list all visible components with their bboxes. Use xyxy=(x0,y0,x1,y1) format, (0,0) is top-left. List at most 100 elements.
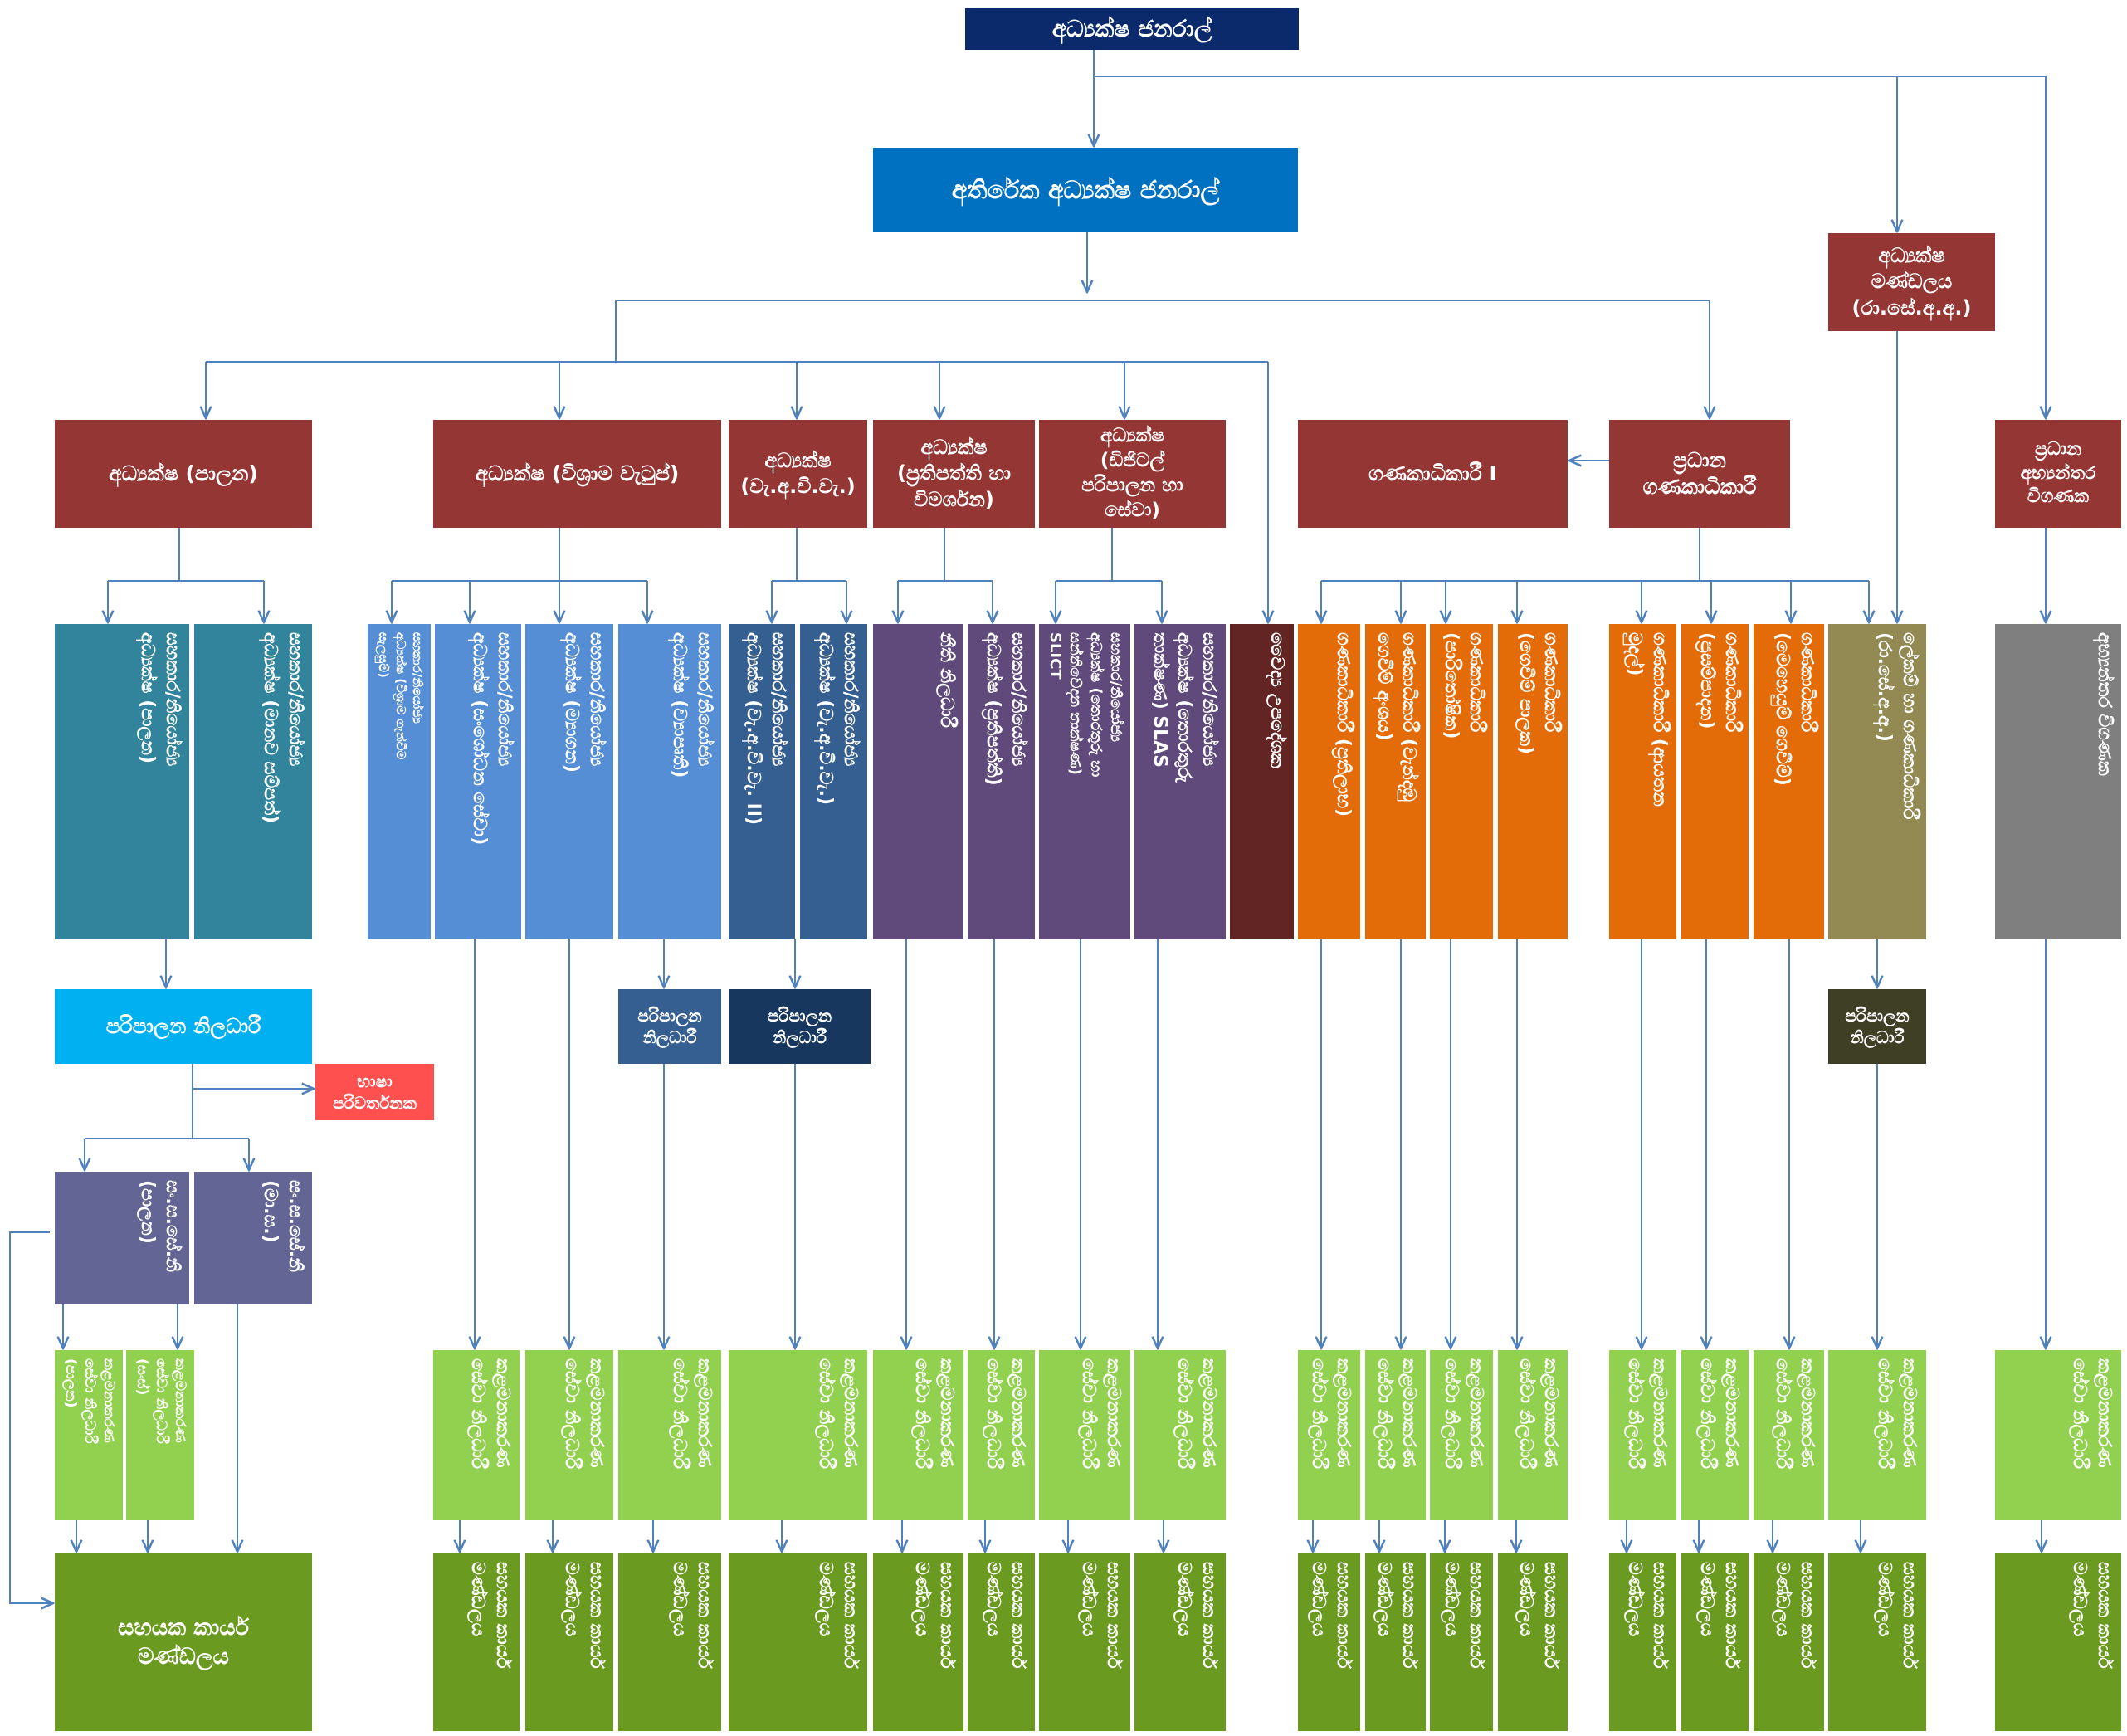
management-assistant-box: කළමනාකරණ සේවා නිලධාරී xyxy=(1498,1350,1568,1520)
director-wop-box: අධ්‍යක්ෂ (වැ.අ.වි.වැ.) xyxy=(729,420,867,528)
support-staff-box: සහයක කාර්ය මණ්ඩලය xyxy=(873,1553,963,1731)
vertical-label: කළමනාකරණ සේවා නිලධාරී xyxy=(815,1358,861,1469)
internal-auditor-box: අභ්‍යන්තර විගණක xyxy=(1995,624,2121,939)
vertical-label: කළමනාකරණ සේවා නිලධාරී xyxy=(1874,1358,1920,1469)
vertical-label: ගණකාධිකාරී (ආයතන මුදල්) xyxy=(1624,632,1670,807)
vertical-label: සහකාර/නියෝජ්‍ය අධ්‍යක්ෂ (සංශෝධන සේවා) xyxy=(469,632,515,846)
director-general-box: අධ්‍යක්ෂ ජනරාල් xyxy=(965,8,1299,50)
director-pension-box: අධ්‍යක්ෂ (විශ්‍රාම වැටුප්) xyxy=(433,420,721,528)
management-assistant-box: කළමනාකරණ සේවා නිලධාරී xyxy=(1430,1350,1493,1520)
ad-pension-planning-box: සහකාර/නියෝජ්‍ය අධ්‍යක්ෂ (විශ්‍රාම ගැන්වී… xyxy=(368,624,431,939)
vertical-label: කළමනාකරණ සේවා නිලධාරී xyxy=(1078,1358,1124,1469)
support-staff-box: සහයක කාර්ය මණ්ඩලය xyxy=(525,1553,613,1731)
support-staff-box: සහයක කාර්ය මණ්ඩලය xyxy=(1134,1553,1226,1731)
vertical-label: සහයක කාර්ය මණ්ඩලය xyxy=(983,1562,1028,1669)
vertical-label: සහයක කාර්ය මණ්ඩලය xyxy=(1308,1562,1354,1669)
director-digital-box: අධ්‍යක්ෂ (ඩිජිටල් පරිපාලන හා සේවා) xyxy=(1039,420,1226,528)
support-staff-box: සහයක කාර්ය මණ්ඩලය xyxy=(1430,1553,1493,1731)
support-staff-box: සහයක කාර්ය මණ්ඩලය xyxy=(968,1553,1035,1731)
accountant-procurement-box: ගණකාධිකාරී (ප්‍රසම්පාදන) xyxy=(1681,624,1749,939)
management-assistant-box: කළමනාකරණ සේවා නිලධාරී xyxy=(525,1350,613,1520)
accountant-benefits-box: ගණකාධිකාරී (ප්‍රතිලාභ) xyxy=(1298,624,1360,939)
vertical-label: ගණකාධිකාරී (ගෙවීම් පාලක) xyxy=(1515,632,1561,754)
accountant-payments-box: ගණකාධිකාරී (ගෙවීම් පාලක) xyxy=(1498,624,1568,939)
additional-director-general-box: අතිරේක අධ්‍යක්ෂ ජනරාල් xyxy=(873,148,1298,232)
vertical-label: සහකාර/නියෝජ්‍ය අධ්‍යක්ෂ (තොරතුරු හා සන්න… xyxy=(1046,632,1124,778)
support-staff-box: සහයක කාර්ය මණ්ඩලය xyxy=(1298,1553,1360,1731)
accountant-finance-box: ගණකාධිකාරී (ආයතන මුදල්) xyxy=(1609,624,1676,939)
vertical-label: අභ්‍යන්තර විගණක xyxy=(2094,632,2115,776)
vertical-label: සහකාර/නියෝජ්‍ය අධ්‍යක්ෂ (ම්‍යාගන) xyxy=(561,632,607,773)
support-staff-box: සහයක කාර්ය මණ්ඩලය xyxy=(1609,1553,1676,1731)
admin-officer-wop-box: පරිපාලන නිලධාරී xyxy=(729,989,871,1064)
ad-it-box: සහකාර/නියෝජ්‍ය අධ්‍යක්ෂ (තොරතුරු තාක්ෂණ)… xyxy=(1134,624,1226,939)
support-staff-box: සහයක කාර්ය මණ්ඩලය xyxy=(729,1553,867,1731)
legal-officer-box: නීති නිලධාරී xyxy=(873,624,963,939)
support-staff-box: සහයක කාර්ය මණ්ඩලය xyxy=(1995,1553,2121,1731)
support-staff-box: සහයක කාර්ය මණ්ඩලය xyxy=(1828,1553,1926,1731)
vertical-label: කළමනාකරණ සේවා නිලධාරී xyxy=(1772,1358,1817,1469)
management-assistant-box: කළමනාකරණ සේවා නිලධාරී xyxy=(729,1350,867,1520)
vertical-label: ගණකාධිකාරී (ප්‍රතිලාභ) xyxy=(1333,632,1354,817)
development-officer-hr-box: සං.ස.සේ.නි (මා.ස.) xyxy=(194,1172,312,1304)
vertical-label: සහයක කාර්ය මණ්ඩලය xyxy=(815,1562,861,1669)
management-assistant-box: කළමනාකරණ සේවා නිලධාරී xyxy=(618,1350,721,1520)
support-staff-box: සහයක කාර්ය මණ්ඩලය xyxy=(618,1553,721,1731)
ad-projects-box: සහකාර/නියෝජ්‍ය අධ්‍යක්ෂ (ව්‍යාපෘති) xyxy=(618,624,721,939)
vertical-label: සහයක කාර්ය මණ්ඩලය xyxy=(1772,1562,1817,1669)
support-staff-box: සහයක කාර්ය මණ්ඩලය xyxy=(1681,1553,1749,1731)
support-staff-box: සහයක කාර්ය මණ්ඩලය xyxy=(433,1553,520,1731)
vertical-label: ගණකාධිකාරී (පාරිතෝෂික) xyxy=(1441,632,1486,739)
management-assistant-box: කළමනාකරණ සේවා නිලධාරී xyxy=(1681,1350,1749,1520)
vertical-label: කළමනාකරණ සේවා නිලධාරී (පාලන) xyxy=(62,1358,117,1444)
support-staff-box: සහයක කාර්ය මණ්ඩලය xyxy=(1039,1553,1130,1731)
vertical-label: ගණකාධිකාරී (ප්‍රසම්පාදන) xyxy=(1696,632,1742,733)
vertical-label: සහයක කාර්ය මණ්ඩලය xyxy=(1078,1562,1124,1669)
vertical-label: කළමනාකරණ සේවා නිලධාරී xyxy=(1373,1358,1419,1469)
vertical-label: සහයක කාර්ය මණ්ඩලය xyxy=(1624,1562,1670,1669)
accountant-gratuity-box: ගණකාධිකාරී (පාරිතෝෂික) xyxy=(1430,624,1493,939)
vertical-label: සහකාර/නියෝජ්‍ය අධ්‍යක්ෂ (මානව සම්පත්) xyxy=(260,632,305,824)
development-officer-admin-box: සං.ස.සේ.නි (පාලන) xyxy=(55,1172,189,1304)
ad-revision-services-box: සහකාර/නියෝජ්‍ය අධ්‍යක්ෂ (සංශෝධන සේවා) xyxy=(435,624,521,939)
vertical-label: සහයක කාර්ය මණ්ඩලය xyxy=(561,1562,607,1669)
vertical-label: කළමනාකරණ සේවා නිලධාරී xyxy=(1624,1358,1670,1469)
management-assistant-box: කළමනාකරණ සේවා නිලධාරී xyxy=(1039,1350,1130,1520)
vertical-label: සහකාර/නියෝජ්‍ය අධ්‍යක්ෂ (වැ.අ.වි.වැ. II) xyxy=(743,632,788,826)
vertical-label: සහයක කාර්ය මණ්ඩලය xyxy=(1696,1562,1742,1669)
vertical-label: සහයක කාර්ය මණ්ඩලය xyxy=(2069,1562,2115,1669)
management-assistant-box: කළමනාකරණ සේවා නිලධාරී xyxy=(1995,1350,2121,1520)
vertical-label: සහකාර/නියෝජ්‍ය අධ්‍යක්ෂ (තොරතුරු තාක්ෂණ)… xyxy=(1149,632,1219,783)
ad-hr-box: සහකාර/නියෝජ්‍ය අධ්‍යක්ෂ (මානව සම්පත්) xyxy=(194,624,312,939)
vertical-label: සහකාර/නියෝජ්‍ය අධ්‍යක්ෂ (ප්‍රතිපත්ති) xyxy=(983,632,1028,786)
accountant-widows-box: ගණකාධිකාරී (වැන්දඹු ගෙවීම් අංශය) xyxy=(1365,624,1426,939)
support-staff-box: සහයක කාර්ය මණ්ඩලය xyxy=(1754,1553,1824,1731)
vertical-label: සහයක කාර්ය මණ්ඩලය xyxy=(1874,1562,1920,1669)
ad-admin-box: සහකාර/නියෝජ්‍ය අධ්‍යක්ෂ (පාලන) xyxy=(55,624,189,939)
accountant-1-box: ගණකාධිකාරී I xyxy=(1298,420,1568,528)
support-staff-box: සහයක කාර්ය මණ්ඩලය xyxy=(1365,1553,1426,1731)
director-admin-box: අධ්‍යක්ෂ (පාලන) xyxy=(55,420,312,528)
vertical-label: සං.ස.සේ.නි (මා.ස.) xyxy=(260,1180,305,1272)
vertical-label: කළමනාකරණ සේවා නිලධාරී xyxy=(911,1358,957,1469)
chief-accountant-box: ප්‍රධාන ගණකාධිකාරී xyxy=(1609,420,1790,528)
vertical-label: සහයක කාර්ය මණ්ඩලය xyxy=(467,1562,513,1669)
vertical-label: කළමනාකරණ සේවා නිලධාරී xyxy=(1515,1358,1561,1469)
vertical-label: කළමනාකරණ සේවා නිලධාරී xyxy=(1696,1358,1742,1469)
admin-officer-main-box: පරිපාලන නිලධාරී xyxy=(55,989,312,1064)
management-assistant-box: කළමනාකරණ සේවා නිලධාරී xyxy=(968,1350,1035,1520)
vertical-label: සහකාර/නියෝජ්‍ය අධ්‍යක්ෂ (විශ්‍රාම ගැන්වී… xyxy=(376,632,426,760)
vertical-label: කළමනාකරණ සේවා නිලධාරී xyxy=(467,1358,513,1469)
vertical-label: සහකාර/නියෝජ්‍ය අධ්‍යක්ෂ (පාලන) xyxy=(137,632,183,767)
vertical-label: සහයක කාර්ය මණ්ඩලය xyxy=(1515,1562,1561,1669)
vertical-label: සං.ස.සේ.නි (පාලන) xyxy=(137,1180,183,1272)
admin-officer-board-box: පරිපාලන නිලධාරී xyxy=(1828,989,1926,1064)
chief-internal-auditor-box: ප්‍රධාන අභ්‍යන්තර විගණක xyxy=(1995,420,2121,528)
vertical-label: ගණකාධිකාරී (මෙහෙයුම් ගෙවීම්) xyxy=(1772,632,1817,786)
ad-ict-box: සහකාර/නියෝජ්‍ය අධ්‍යක්ෂ (තොරතුරු හා සන්න… xyxy=(1039,624,1130,939)
supervisor-hr-box: කළමනාකරණ සේවා නිලධාරී (සංස්) xyxy=(126,1350,194,1520)
medical-officer-box: වෛද්‍ය උපදේශක xyxy=(1230,624,1294,939)
vertical-label: කළමනාකරණ සේවා නිලධාරී xyxy=(561,1358,607,1469)
